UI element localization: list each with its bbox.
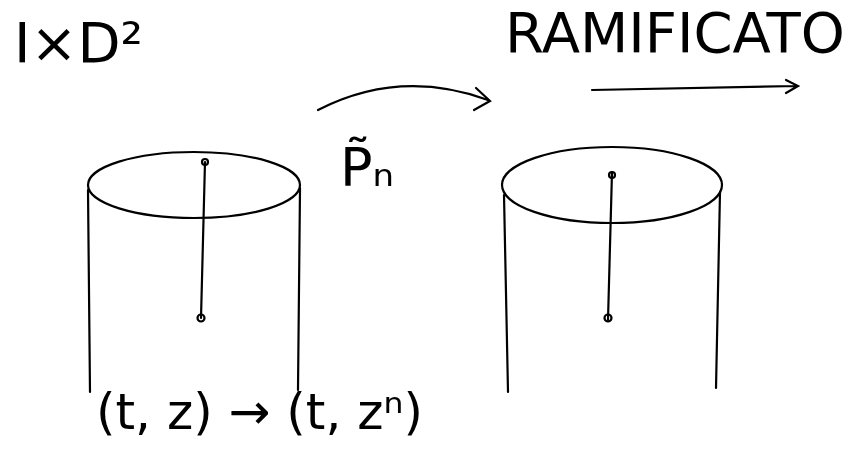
title-word: RAMIFICATO bbox=[505, 2, 845, 64]
axis-segment bbox=[608, 172, 612, 320]
arrow-head bbox=[474, 88, 490, 110]
map-name: P̃ₙ bbox=[340, 138, 394, 197]
axis-end bbox=[198, 315, 205, 322]
cylinder-side bbox=[88, 188, 300, 392]
axis-segment bbox=[201, 162, 205, 318]
cylinder-side bbox=[504, 192, 720, 392]
axis-end bbox=[202, 159, 208, 165]
underline bbox=[592, 80, 798, 93]
axis-end bbox=[609, 172, 615, 178]
space-label: I×D² bbox=[14, 12, 143, 74]
map-formula: (t, z) → (t, zⁿ) bbox=[96, 385, 423, 440]
axis-end bbox=[605, 315, 612, 322]
cylinder-top bbox=[88, 152, 300, 218]
map-arrow bbox=[318, 86, 488, 110]
